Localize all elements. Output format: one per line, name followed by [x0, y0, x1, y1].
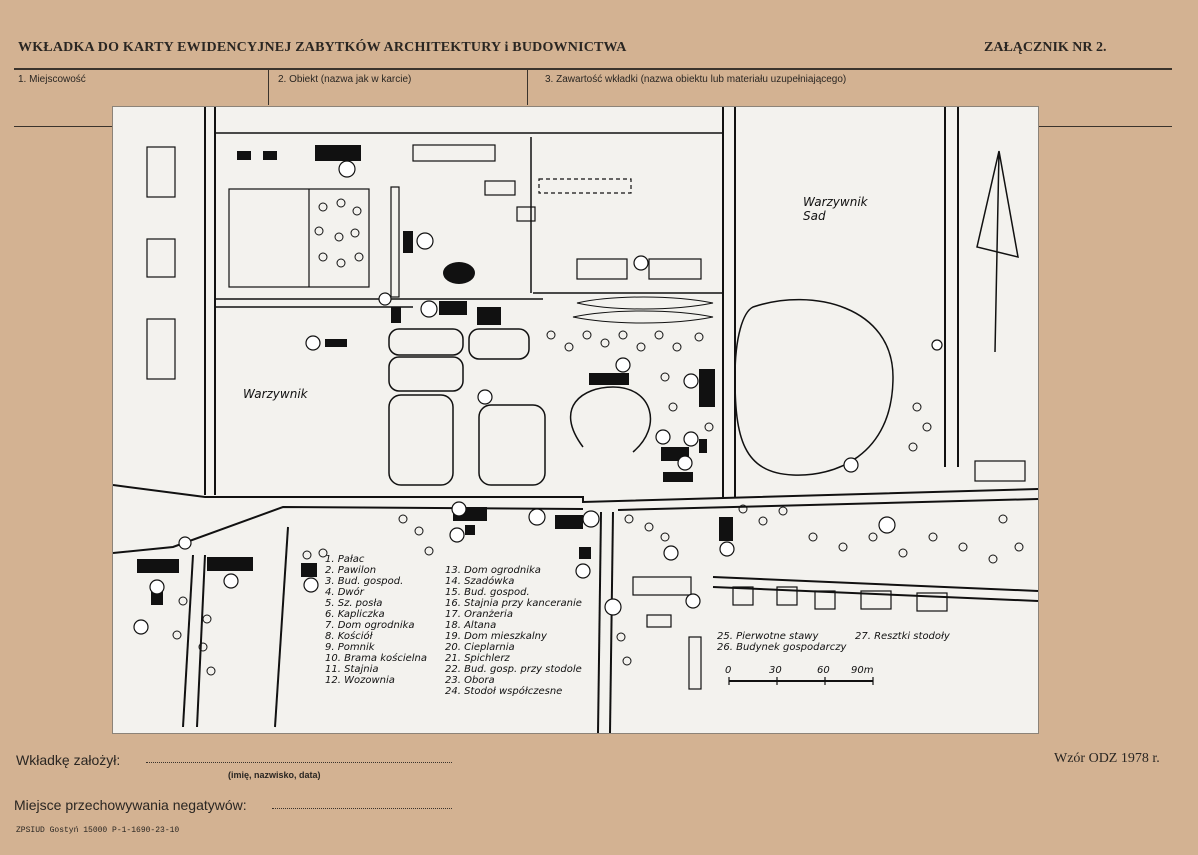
legend-item: 20. Cieplarnia: [445, 642, 515, 653]
scale-label: 0: [725, 665, 732, 676]
scale-label: 60: [817, 665, 830, 676]
legend-item: 6. Kapliczka: [325, 609, 385, 620]
made-by-hint: (imię, nazwisko, data): [228, 770, 321, 780]
site-plan-photo: Warzywnik Warzywnik Sad 1. Pałac 2. Pawi…: [112, 106, 1039, 734]
legend-item: 27. Resztki stodoły: [855, 631, 950, 642]
annex-number: ZAŁĄCZNIK NR 2.: [984, 40, 1107, 55]
legend-item: 15. Bud. gospod.: [445, 587, 530, 598]
negatives-line[interactable]: [272, 808, 452, 809]
field-locality: 1. Miejscowość: [18, 74, 86, 85]
legend-item: 22. Bud. gosp. przy stodole: [445, 664, 582, 675]
form-template-code: Wzór ODZ 1978 r.: [1054, 751, 1160, 766]
scale-label: 90m: [851, 665, 874, 676]
scale-label: 30: [769, 665, 782, 676]
legend-item: 11. Stajnia: [325, 664, 379, 675]
legend-item: 17. Oranżeria: [445, 609, 513, 620]
legend-item: 13. Dom ogrodnika: [445, 565, 541, 576]
field-rule-right: [1037, 126, 1172, 127]
legend-item: 5. Sz. posła: [325, 598, 383, 609]
legend-item: 23. Obora: [445, 675, 495, 686]
legend-item: 12. Wozownia: [325, 675, 395, 686]
legend-column-4: 27. Resztki stodoły: [855, 631, 950, 642]
legend-item: 4. Dwór: [325, 587, 364, 598]
printer-imprint: ZPSIUD Gostyń 15000 P-1-1690-23-10: [16, 826, 180, 835]
field-divider-2: [527, 69, 528, 105]
legend-column-2: 13. Dom ogrodnika 14. Szadówka 15. Bud. …: [445, 565, 582, 697]
legend-column-3: 25. Pierwotne stawy 26. Budynek gospodar…: [717, 631, 846, 653]
field-object: 2. Obiekt (nazwa jak w karcie): [278, 74, 412, 85]
card-title: WKŁADKA DO KARTY EWIDENCYJNEJ ZABYTKÓW A…: [18, 40, 627, 55]
legend-item: 9. Pomnik: [325, 642, 375, 653]
legend-item: 2. Pawilon: [325, 565, 377, 576]
label-orchard: Sad: [803, 209, 826, 223]
header-rule: [14, 68, 1172, 70]
label-vegetable-garden-left: Warzywnik: [243, 387, 308, 401]
negatives-label: Miejsce przechowywania negatywów:: [14, 797, 247, 813]
made-by-label: Wkładkę założył:: [16, 752, 121, 768]
legend-item: 24. Stodoł współczesne: [445, 686, 563, 697]
legend-item: 21. Spichlerz: [445, 653, 510, 664]
legend-item: 14. Szadówka: [445, 576, 515, 587]
legend-item: 10. Brama kościelna: [325, 653, 428, 664]
field-divider-1: [268, 69, 269, 105]
legend-item: 18. Altana: [445, 620, 497, 631]
legend-item: 19. Dom mieszkalny: [445, 631, 547, 642]
legend-item: 3. Bud. gospod.: [325, 576, 404, 587]
made-by-line[interactable]: [146, 762, 452, 763]
legend-item: 25. Pierwotne stawy: [717, 631, 819, 642]
label-vegetable-garden-right: Warzywnik: [803, 195, 868, 209]
legend-item: 16. Stajnia przy kanceranie: [445, 598, 582, 609]
legend-item: 8. Kościół: [325, 631, 373, 642]
field-rule: [14, 126, 112, 127]
legend-column-1: 1. Pałac 2. Pawilon 3. Bud. gospod. 4. D…: [325, 554, 427, 686]
legend-item: 7. Dom ogrodnika: [325, 620, 415, 631]
field-contents: 3. Zawartość wkładki (nazwa obiektu lub …: [545, 74, 847, 85]
legend-item: 26. Budynek gospodarczy: [717, 642, 847, 653]
site-plan-drawing: [113, 107, 1038, 733]
legend-item: 1. Pałac: [325, 554, 365, 565]
